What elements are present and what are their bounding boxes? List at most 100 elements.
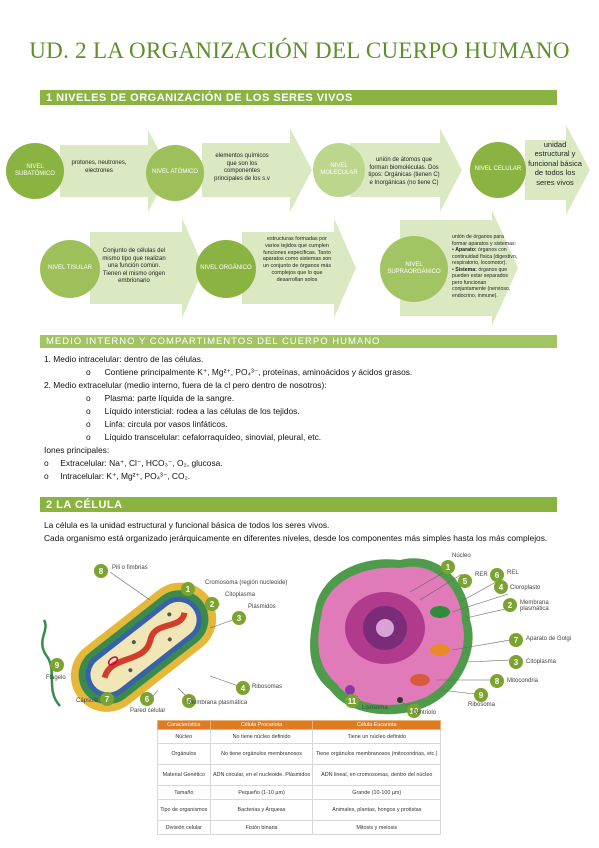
euk-label-cloroplasto: Cloroplasto [510,585,541,591]
level-desc-tisular: Conjunto de células del mismo tipo que r… [102,248,166,284]
euk-label-golgi: Aparato de Golgi [526,636,572,642]
arrow-shape [202,128,312,212]
ions-intracelular-text: Intracelular: K⁺, Mg²⁺, PO₄³⁻, CO₂. [60,471,191,481]
table-cell: Material Genético [157,764,211,786]
table-cell: Tamaño [157,785,211,800]
level-desc-subatomic: protones, neutrones, electrones [71,160,127,174]
prok-num-7: 7 [100,692,114,706]
table-cell: Mitosis y meiosis [312,820,441,835]
level-desc-supraorganic: unión de órganos para formar aparatos y … [452,234,518,299]
prok-num-5: 5 [182,694,196,708]
euk-label-mitocondria: Mitocondria [507,678,539,684]
prok-num-1: 1 [181,582,195,596]
medio-sub-plasma-text: Plasma: parte líquida de la sangre. [104,393,235,403]
level-circle-cellular: NIVEL CELULAR [470,142,526,198]
euk-num-9: 9 [474,688,488,702]
table-cell: Animales, plantas, hongos y protistas [312,799,441,821]
prok-num-3: 3 [232,611,246,625]
table-cell: No tiene orgánulos membranosos [209,743,314,765]
supra-intro: unión de órganos para formar aparatos y … [452,234,517,247]
euk-er [345,592,425,664]
table-cell: Tiene un núcleo definido [312,729,441,744]
prok-label-membrana: Membrana plasmática [188,700,248,706]
level-desc-atomic: elementos químicos que son los component… [214,153,270,182]
prok-cytoplasm [90,601,197,693]
cell-text-1: La célula es la unidad estructural y fun… [44,520,330,530]
level-circle-organic: NIVEL ORGÁNICO [196,240,256,298]
medio-item-1: 1. Medio intracelular: dentro de las cél… [44,354,204,364]
level-circle-atomic: NIVEL ATÓMICO [146,145,204,201]
level-circle-tisular: NIVEL TISULAR [40,240,100,298]
page-title: UD. 2 LA ORGANIZACIÓN DEL CUERPO HUMANO [29,38,570,63]
level-desc-molecular: unión de átomos que forman biomoléculas.… [368,157,440,186]
table-cell: Grande (10-100 µm) [312,785,441,800]
medio-sub-intersticial: o Líquido intersticial: rodea a las célu… [86,406,300,416]
arrow-shape [60,130,170,212]
ions-title: Iones principales: [44,445,110,455]
euk-num-11: 11 [345,694,359,708]
table-cell: No tiene núcleo definido [209,729,314,744]
medio-list: 1. Medio intracelular: dentro de las cél… [44,354,564,481]
ions-intracelular: o Intracelular: K⁺, Mg²⁺, PO₄³⁻, CO₂. [44,471,191,481]
prok-label-ribosomas: Ribosomas [252,684,283,690]
arrow-shape [350,128,462,212]
prok-label-pili: Pili o fimbrias [112,565,148,571]
euk-mitochondria [410,674,430,686]
medio-sub-plasma: o Plasma: parte líquida de la sangre. [86,393,235,403]
euk-num-3: 3 [509,655,523,669]
level-circle-molecular: NIVEL MOLECULAR [313,143,365,197]
medio-item-2: 2. Medio extracelular (medio interno, fu… [44,380,327,390]
euk-num-7: 7 [509,633,523,647]
supra-bullet-2-strong: Sistema: [455,266,477,273]
supra-bullet-1-strong: Aparato: [455,247,477,253]
arrow-shape [90,218,204,318]
euk-num-2: 2 [503,598,517,612]
medio-sub-linfa: o Linfa: circula por vasos linfáticos. [86,419,228,429]
prok-label-capsula: Cápsula [76,698,99,704]
medio-item-1-sub: o Contiene principalmente K⁺, Mg²⁺, PO₄³… [86,367,413,377]
section1-heading: 1 NIVELES DE ORGANIZACIÓN DE LOS SERES V… [40,90,557,105]
table-cell: ADN circular, en el nucleoide. Plásmidos [209,764,314,786]
prok-chromosome [101,611,188,679]
cell-text-2: Cada organismo está organizado jerárquic… [44,533,548,543]
prok-membrane [85,596,202,698]
supra-bullet-1: • Aparato: órganos con continuidad físic… [452,247,518,266]
euk-num-6: 6 [490,568,504,582]
euk-num-1: 1 [441,560,455,574]
prok-label-citoplasma: Citoplasma [225,592,256,598]
prok-label-cromosoma: Cromosoma (región nucleoide) [205,580,288,586]
supra-bullet-2: • Sistema: órganos que pueden estar sepa… [452,266,511,299]
arrow-shape [525,125,590,215]
euk-label-nucleo: Núcleo [452,553,471,559]
table-cell: ADN lineal, en cromosomas, dentro del nú… [312,764,441,786]
table-cell: Pequeño (1-10 µm) [209,785,314,800]
euk-num-8: 8 [490,674,504,688]
prok-label-pared: Pared celular [130,708,166,714]
supra-bullet-1-text: órganos con continuidad física (digestiv… [452,247,518,266]
euk-nucleus [363,606,407,650]
medio-item-1-sub-text: Contiene principalmente K⁺, Mg²⁺, PO₄³⁻,… [104,367,413,377]
comparison-table: Característica Célula Procariota Célula … [157,720,441,835]
euk-wall [310,558,473,715]
medio-heading: MEDIO INTERNO Y COMPARTIMENTOS DEL CUERP… [40,335,557,348]
medio-sub-intersticial-text: Líquido intersticial: rodea a las célula… [104,406,300,416]
euk-num-10: 10 [407,704,421,718]
euk-label-ribosoma: Ribosoma [468,702,496,708]
table-cell: Orgánulos [157,743,211,765]
level-desc-cellular: unidad estructural y funcional básica de… [528,140,582,187]
eukaryote-cell [310,558,473,715]
prok-num-2: 2 [205,597,219,611]
table-cell: Fisión binaria [209,820,314,835]
section2-heading: 2 LA CÉLULA [40,497,557,512]
euk-label-rer: RER [475,572,488,578]
medio-sub-transcelular: o Líquido transcelular: cefalorraquídeo,… [86,432,322,442]
arrow-shape [242,218,356,318]
prok-label-plasmidos: Plásmidos [248,604,276,610]
prok-plasmid [107,656,119,666]
euk-golgi [430,644,450,656]
